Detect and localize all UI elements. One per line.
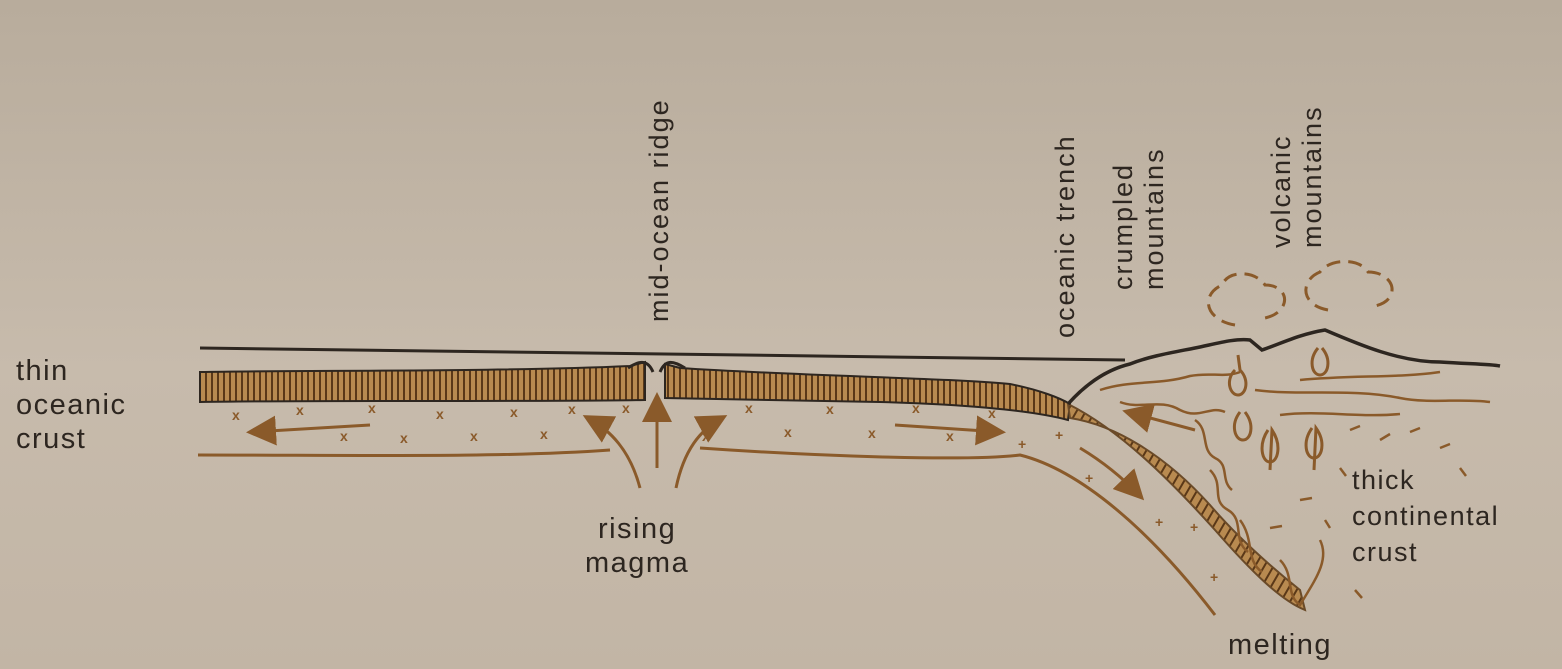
svg-text:x: x (868, 425, 876, 441)
svg-text:x: x (702, 428, 710, 444)
label-line: mid-ocean ridge (644, 98, 675, 322)
svg-text:+: + (1155, 514, 1163, 530)
svg-text:+: + (1210, 569, 1218, 585)
svg-text:x: x (510, 404, 518, 420)
label-line: crumpled (1108, 147, 1139, 290)
svg-text:+: + (1018, 436, 1026, 452)
oceanic-crust-right (665, 364, 1070, 420)
label-volcanic-mountains: volcanic mountains (1266, 105, 1328, 248)
label-line: magma (585, 546, 689, 580)
label-rising-magma: rising magma (585, 512, 689, 580)
svg-text:x: x (540, 426, 548, 442)
label-thin-oceanic-crust: thin oceanic crust (16, 354, 126, 456)
label-line: oceanic (16, 388, 126, 422)
label-line: crust (16, 422, 126, 456)
label-mid-ocean-ridge: mid-ocean ridge (644, 98, 675, 322)
label-line: rising (585, 512, 689, 546)
sea-surface-line (200, 348, 1125, 360)
svg-text:x: x (784, 424, 792, 440)
label-line: thick (1352, 462, 1499, 498)
svg-text:+: + (1055, 427, 1063, 443)
svg-text:x: x (340, 428, 348, 444)
svg-text:x: x (470, 428, 478, 444)
label-line: crust (1352, 534, 1499, 570)
svg-text:x: x (912, 400, 920, 416)
plate-base-right (700, 448, 1215, 615)
svg-text:x: x (745, 400, 753, 416)
label-melting: melting (1228, 628, 1332, 662)
svg-text:x: x (622, 400, 630, 416)
svg-text:x: x (400, 430, 408, 446)
label-crumpled-mountains: crumpled mountains (1108, 147, 1170, 290)
svg-text:+: + (1190, 519, 1198, 535)
magma-blobs (1229, 348, 1328, 470)
svg-text:x: x (436, 406, 444, 422)
label-line: melting (1228, 628, 1332, 662)
label-oceanic-trench: oceanic trench (1050, 134, 1081, 338)
svg-text:x: x (946, 428, 954, 444)
svg-text:+: + (1085, 470, 1093, 486)
label-line: thin (16, 354, 126, 388)
plate-base-left (198, 450, 610, 456)
svg-text:x: x (368, 400, 376, 416)
svg-text:x: x (232, 407, 240, 423)
label-line: mountains (1139, 147, 1170, 290)
volcanic-smoke (1208, 262, 1392, 326)
svg-text:x: x (988, 405, 996, 421)
label-line: mountains (1297, 105, 1328, 248)
svg-text:x: x (296, 402, 304, 418)
label-line: volcanic (1266, 105, 1297, 248)
label-line: continental (1352, 498, 1499, 534)
svg-text:x: x (568, 401, 576, 417)
svg-text:x: x (826, 401, 834, 417)
label-line: oceanic trench (1050, 134, 1081, 338)
mantle-x-marks: x x x x x x x x x x x x x x x x x x x + + + + + + (232, 400, 1218, 585)
label-thick-continental-crust: thick continental crust (1352, 462, 1499, 570)
plate-motion-arrows (252, 412, 1195, 496)
oceanic-crust-left (200, 362, 645, 402)
